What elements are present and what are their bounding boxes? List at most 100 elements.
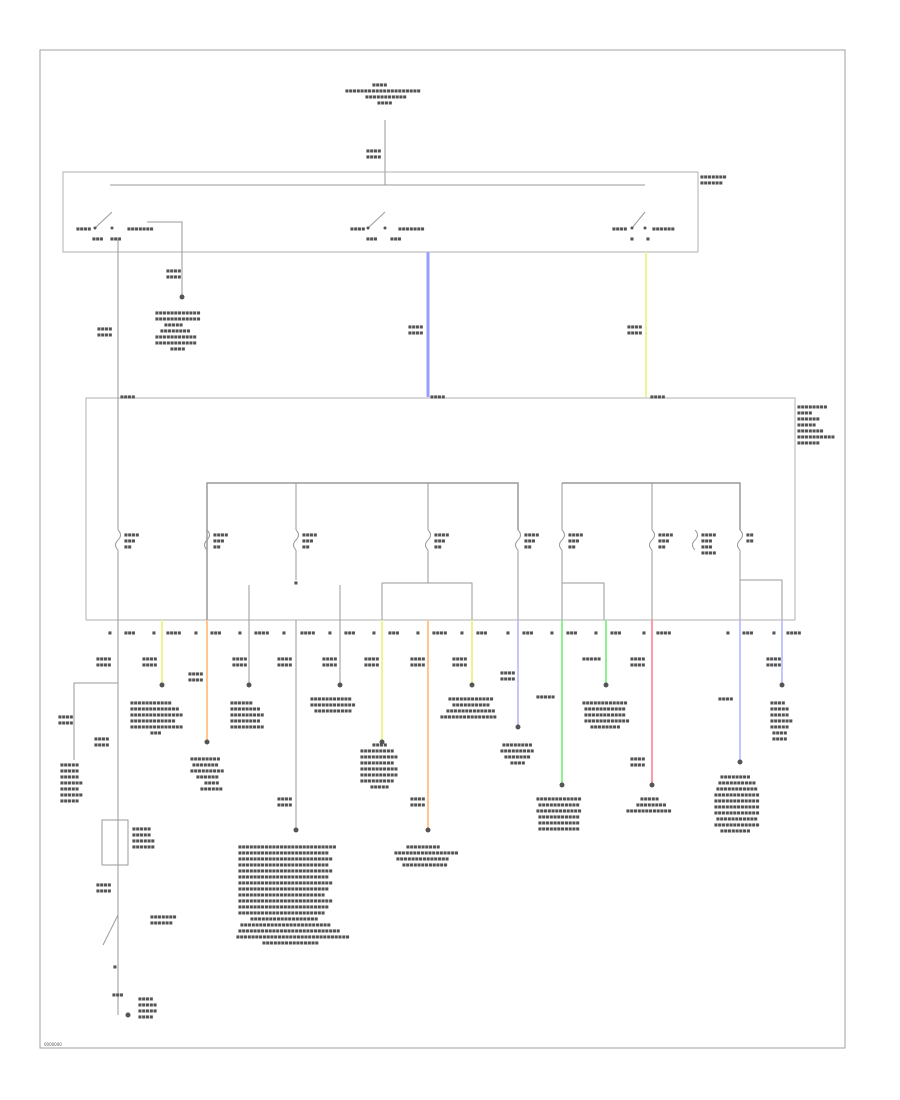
svg-text:■■■■: ■■■■ — [701, 532, 716, 537]
svg-text:■■■■: ■■■■ — [630, 756, 645, 761]
svg-text:■■■■: ■■■■ — [630, 662, 645, 667]
svg-text:■■■■■■■■■■■■■■■■■: ■■■■■■■■■■■■■■■■■ — [394, 850, 458, 855]
svg-text:■■■■: ■■■■ — [96, 882, 111, 887]
svg-text:■■■■: ■■■■ — [452, 656, 467, 661]
svg-text:■■■■■■: ■■■■■■ — [60, 780, 83, 785]
svg-text:■■■■: ■■■■ — [124, 532, 139, 537]
svg-text:■■■■: ■■■■ — [58, 714, 73, 719]
svg-text:■■■■■: ■■■■■ — [536, 694, 555, 699]
svg-text:■■■■■■■■■■: ■■■■■■■■■■ — [452, 702, 490, 707]
svg-text:■■■■: ■■■■ — [410, 656, 425, 661]
svg-text:■■■■■■: ■■■■■■ — [60, 792, 83, 797]
svg-text:■■■■■■■■■: ■■■■■■■■■ — [500, 748, 534, 753]
svg-text:■■■: ■■■ — [658, 538, 670, 543]
svg-text:■■■■■■: ■■■■■■ — [797, 416, 820, 421]
svg-text:■■■■■■■■■■■■■■: ■■■■■■■■■■■■■■ — [130, 712, 183, 717]
svg-text:■■■■■■■■: ■■■■■■■■ — [720, 774, 750, 779]
svg-text:■■■■: ■■■■ — [58, 720, 73, 725]
svg-text:■■■■■■■■■■■■: ■■■■■■■■■■■■ — [584, 718, 630, 723]
svg-text:■■■■: ■■■■ — [630, 656, 645, 661]
svg-text:■■■■■■■■■■■■■■■■■■■■■■■■: ■■■■■■■■■■■■■■■■■■■■■■■■ — [238, 850, 329, 855]
svg-text:■■■■■■■■■: ■■■■■■■■■ — [230, 712, 264, 717]
svg-text:■■■■■: ■■■■■ — [770, 712, 789, 717]
ignition-switch: ■■■■■■■ ■■■■■■ ■■■■ ■■■■■■■ ■■■ ■■■ ■■■■… — [62, 171, 727, 253]
svg-text:■: ■ — [550, 630, 554, 635]
svg-text:■■: ■■ — [746, 532, 754, 537]
svg-text:■■■■: ■■■■ — [94, 736, 109, 741]
svg-text:■■■■■■: ■■■■■■ — [797, 440, 820, 445]
svg-text:■■■■: ■■■■ — [408, 330, 423, 335]
svg-text:■■■: ■■■ — [110, 236, 122, 241]
svg-text:■■■■: ■■■■ — [408, 324, 423, 329]
svg-text:■■■■: ■■■■ — [142, 656, 157, 661]
svg-text:■■■■■■■■■: ■■■■■■■■■ — [406, 844, 440, 849]
svg-text:■■■■: ■■■■ — [277, 796, 292, 801]
svg-text:■■■■■■: ■■■■■■ — [196, 774, 219, 779]
svg-text:■■■: ■■■ — [210, 630, 222, 635]
svg-text:■■■■: ■■■■ — [322, 662, 337, 667]
svg-text:■■■■: ■■■■ — [204, 780, 219, 785]
svg-text:■■■■■■■■: ■■■■■■■■ — [230, 706, 260, 711]
svg-text:■■■■: ■■■■ — [322, 656, 337, 661]
svg-text:■■■: ■■■ — [524, 538, 536, 543]
svg-text:■■■■: ■■■■ — [254, 630, 269, 635]
svg-text:■■■■■■■■■■■: ■■■■■■■■■■■ — [584, 712, 626, 717]
svg-text:■■■■■■■■■■■: ■■■■■■■■■■■ — [155, 334, 197, 339]
svg-text:■■■: ■■■ — [112, 992, 124, 997]
clock-branch: ■■■■ ■■■■ ■■■■■■■■■■■■ ■■■■■■■■■■■■ ■■■■… — [147, 221, 201, 351]
svg-text:■: ■ — [460, 630, 464, 635]
svg-text:■■■■■■: ■■■■■■ — [132, 844, 155, 849]
svg-text:■■■■: ■■■■ — [452, 662, 467, 667]
svg-text:■■■: ■■■ — [92, 236, 104, 241]
svg-text:■■■■: ■■■■ — [166, 274, 181, 279]
branch-1: ■■■■■■■■ ■■■■■■■■ ■■■■■■■■ ■■■■■■■■■■ ■■… — [58, 620, 177, 1019]
svg-text:■■■■■■: ■■■■■■ — [700, 180, 723, 185]
svg-text:■■■■■: ■■■■■ — [60, 786, 79, 791]
svg-text:■■■■■■■■■■: ■■■■■■■■■■ — [360, 754, 398, 759]
svg-text:■■■■: ■■■■ — [432, 630, 447, 635]
svg-text:■■■■: ■■■■ — [568, 532, 583, 537]
svg-text:■■■■■■: ■■■■■■ — [132, 838, 155, 843]
svg-text:■■■■■■■■■■■■■■■■■■■■: ■■■■■■■■■■■■■■■■■■■■ — [345, 88, 421, 93]
svg-text:■■■: ■■■ — [366, 236, 378, 241]
svg-text:■■■■: ■■■■ — [627, 330, 642, 335]
svg-text:■■■■■■■■■■■■■■■: ■■■■■■■■■■■■■■■ — [262, 940, 319, 945]
svg-text:■■■■: ■■■■ — [701, 550, 716, 555]
svg-text:■■■■■■■: ■■■■■■■ — [192, 762, 219, 767]
svg-text:■■■■: ■■■■ — [630, 762, 645, 767]
svg-text:■■■■■■■■■■■■■■■■■■■■■■■■: ■■■■■■■■■■■■■■■■■■■■■■■■ — [238, 862, 329, 867]
svg-text:■■■■■■■■■■■: ■■■■■■■■■■■ — [716, 816, 758, 821]
svg-text:■■■■■■■■■■: ■■■■■■■■■■ — [314, 708, 352, 713]
svg-text:■■■■■: ■■■■■ — [770, 706, 789, 711]
svg-text:■■: ■■ — [434, 544, 442, 549]
svg-text:■■■■: ■■■■ — [350, 226, 365, 231]
svg-text:■: ■ — [194, 630, 198, 635]
svg-text:■■■■: ■■■■ — [188, 677, 203, 682]
svg-text:■■■■: ■■■■ — [410, 802, 425, 807]
svg-text:■: ■ — [152, 630, 156, 635]
svg-text:■■■■: ■■■■ — [410, 796, 425, 801]
svg-text:■■■■■■■■■■■■■■■■■■■■■■■■■■■■■■: ■■■■■■■■■■■■■■■■■■■■■■■■■■■■■■ — [236, 934, 350, 939]
svg-text:■■: ■■ — [524, 544, 532, 549]
svg-text:■■■■: ■■■■ — [627, 324, 642, 329]
svg-text:■■■■: ■■■■ — [658, 532, 673, 537]
svg-text:■■■■■: ■■■■■ — [60, 798, 79, 803]
svg-text:■■■■: ■■■■ — [612, 226, 627, 231]
svg-text:■■■■■■■■■■■: ■■■■■■■■■■■ — [130, 700, 172, 705]
svg-text:■■■■■■■■■■■■■■■■■■■■■■■■: ■■■■■■■■■■■■■■■■■■■■■■■■ — [238, 874, 329, 879]
svg-text:■■■■■■■■■■■■■■■■■■■■■■■: ■■■■■■■■■■■■■■■■■■■■■■■ — [238, 892, 325, 897]
svg-text:■■■■■■■■■■■■■: ■■■■■■■■■■■■■ — [446, 708, 495, 713]
svg-text:■■■■: ■■■■ — [94, 742, 109, 747]
svg-text:■■■■■■■: ■■■■■■■ — [398, 226, 425, 231]
svg-text:■■■■■■■■■■■: ■■■■■■■■■■■ — [584, 706, 626, 711]
svg-text:■■■■: ■■■■ — [718, 696, 733, 701]
svg-text:■■: ■■ — [658, 544, 666, 549]
svg-text:■■■■■■■: ■■■■■■■ — [150, 914, 177, 919]
svg-text:■■■: ■■■ — [213, 538, 225, 543]
svg-text:■■■■: ■■■■ — [97, 326, 112, 331]
svg-text:■■■■: ■■■■ — [366, 148, 381, 153]
svg-text:■■■■■■■: ■■■■■■■ — [127, 226, 154, 231]
fuse-row: ■■■■■■■■■ ■■■■■■■■■ ■■■■■■■■■ ■■■■■■■■■ … — [115, 529, 754, 555]
svg-text:■■■■■: ■■■■■ — [60, 768, 79, 773]
svg-text:■■■■■■■■■■■■: ■■■■■■■■■■■■ — [714, 810, 760, 815]
